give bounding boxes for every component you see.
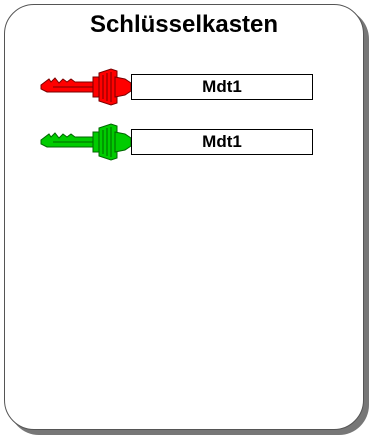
key-slot-green[interactable]: Mdt1: [37, 122, 337, 162]
green-key-icon: [37, 122, 133, 162]
key-box-panel: Schlüsselkasten: [4, 4, 364, 430]
red-key-icon: [37, 67, 133, 107]
key-slot-red[interactable]: Mdt1: [37, 67, 337, 107]
key-label: Mdt1: [131, 74, 313, 100]
panel-title: Schlüsselkasten: [89, 11, 279, 38]
key-label: Mdt1: [131, 129, 313, 155]
